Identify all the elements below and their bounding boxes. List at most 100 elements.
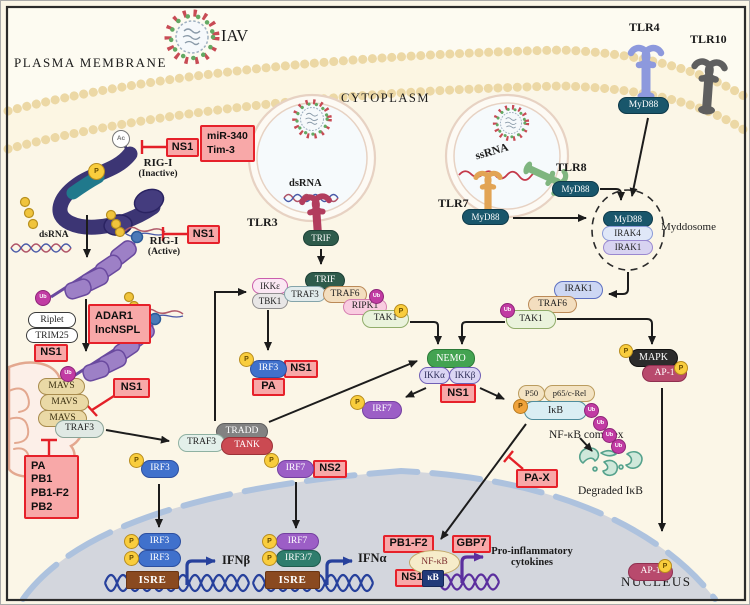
trif-pill-endosome: TRIF — [303, 230, 339, 246]
ns1-box-irf3: NS1 — [284, 360, 318, 378]
p-circle-mapk: P — [619, 344, 633, 358]
ub-chain-3: Ub — [602, 428, 617, 443]
p-circle-rigi: P — [88, 163, 105, 180]
riplet-oval: Riplet — [28, 312, 76, 328]
irf3-pill-complex: IRF3 — [250, 360, 287, 378]
ikka-pill: IKKα — [419, 367, 450, 384]
rig-i-inactive-label: RIG-I(Inactive) — [138, 157, 178, 179]
irf3-pill-nucleus-1: IRF3 — [138, 533, 181, 550]
degraded-ikb-fragments — [579, 447, 643, 477]
ub-chain-4: Ub — [611, 439, 626, 454]
iav-label: IAV — [221, 26, 249, 45]
irf3-pill-mavs: IRF3 — [141, 460, 179, 478]
p65-crel-pill: p65/c-Rel — [544, 385, 595, 402]
dsrna-molecule — [10, 196, 72, 253]
myd88-pill-myddosome: MyD88 — [603, 211, 653, 227]
p-circle-irf7-nucleus: P — [262, 534, 277, 549]
irf7-pill-ns2: IRF7 — [277, 460, 314, 478]
ns1-box-trim25: NS1 — [34, 344, 68, 362]
tlr3-label: TLR3 — [247, 215, 278, 229]
p-circle-irf3-nucleus-1: P — [124, 534, 139, 549]
p-circle-irf37-nucleus: P — [262, 551, 277, 566]
traf3-pill-tradd: TRAF3 — [178, 434, 225, 452]
ub-chain-1: Ub — [584, 403, 599, 418]
myd88-pill-tlr7: MyD88 — [462, 209, 509, 225]
tlr4-label: TLR4 — [629, 20, 660, 34]
pax-box: PA-X — [516, 469, 558, 488]
ub-chain-2: Ub — [593, 416, 608, 431]
irak4-pill: IRAK4 — [602, 226, 653, 241]
ns2-box-irf7: NS2 — [313, 460, 347, 478]
p-circle-ikb: P — [513, 399, 528, 414]
irf3-pill-nucleus-2: IRF3 — [138, 550, 181, 567]
p-circle-irf7-nemo: P — [350, 395, 365, 410]
dsrna-endosome-label: dsRNA — [289, 178, 322, 189]
irf37-pill-nucleus: IRF3/7 — [276, 550, 321, 567]
dsrna-label: dsRNA — [39, 230, 69, 240]
irak1-pill-right: IRAK1 — [554, 281, 603, 299]
tank-pill: TANK — [221, 437, 273, 455]
gbp7-box: GBP7 — [452, 535, 491, 553]
irak1-pill-myddosome: IRAK1 — [603, 240, 653, 255]
ub-circle-ripk1: Ub — [369, 289, 384, 304]
isre-box-2: ISRE — [265, 571, 320, 589]
ifna-label: IFNα — [358, 551, 387, 565]
ns1-box-rigi-inactive: NS1 — [166, 138, 199, 157]
signal-arrows — [82, 117, 666, 540]
tak1-pill-right: TAK1 — [506, 310, 556, 329]
tbk1-pill: TBK1 — [252, 293, 288, 309]
ub-circle-rigi-active: Ub — [35, 290, 51, 306]
myddosome-label: Myddosome — [661, 221, 716, 233]
traf3-pill-mavs: TRAF3 — [55, 420, 104, 438]
ssrna-endosome — [444, 93, 570, 219]
nemo-pill: NEMO — [427, 349, 475, 368]
irf7-pill-nemo: IRF7 — [362, 401, 402, 419]
myd88-pill-tlr8: MyD88 — [552, 181, 599, 197]
myd88-pill-tlr4: MyD88 — [618, 97, 669, 114]
pb1f2-box-nucleus: PB1-F2 — [383, 535, 434, 553]
ikkb-pill: IKKβ — [449, 367, 481, 384]
ifnb-label: IFNβ — [222, 553, 251, 567]
kb-box: κB — [422, 570, 444, 587]
traf3-pill-complex: TRAF3 — [284, 286, 326, 302]
transcription-arrows — [185, 552, 484, 585]
isre-box-1: ISRE — [126, 571, 179, 589]
ns1-box-rigi-active: NS1 — [187, 225, 220, 244]
pa-box-irf3: PA — [252, 378, 285, 396]
tlr7-label: TLR7 — [438, 196, 469, 210]
ac-circle-rigi: Ac — [112, 130, 130, 148]
tlr10-label: TLR10 — [690, 32, 727, 46]
ns1-box-ikk: NS1 — [440, 384, 476, 403]
ub-circle-tak1-right: Ub — [500, 303, 515, 318]
figure-frame — [5, 5, 747, 602]
ikke-pill: IKKε — [252, 278, 288, 294]
nucleus-shape — [20, 467, 718, 602]
myddosome-outline — [591, 189, 665, 271]
p-circle-irf3-mavs: P — [129, 453, 144, 468]
tlr8-label: TLR8 — [556, 160, 587, 174]
p-circle-irf3-nucleus-2: P — [124, 551, 139, 566]
p-circle-ap1: P — [674, 361, 688, 375]
trim25-oval: TRIM25 — [26, 328, 78, 343]
dsrna-endosome — [247, 93, 377, 223]
plasma-membrane-label: PLASMA MEMBRANE — [14, 55, 167, 70]
cytoplasm-label: CYTOPLASM — [341, 91, 430, 105]
p-circle-ap1-nucleus: P — [658, 559, 672, 573]
degraded-ikb-label: Degraded IκB — [578, 485, 643, 497]
mavs-pill-2: MAVS — [40, 394, 89, 411]
p-circle-irf7-ns2: P — [264, 453, 279, 468]
ub-circle-mavs: Ub — [60, 366, 76, 382]
rig-i-active-label: RIG-I(Active) — [147, 235, 181, 257]
p-circle-tak1-left: P — [394, 304, 408, 318]
ns1-box-mavs: NS1 — [113, 378, 150, 398]
irf7-pill-nucleus: IRF7 — [276, 533, 319, 550]
ns1-box-nucleus: NS1 — [395, 569, 429, 587]
mavs-pill-1: MAVS — [38, 378, 85, 395]
p-circle-irf3-complex: P — [239, 352, 254, 367]
